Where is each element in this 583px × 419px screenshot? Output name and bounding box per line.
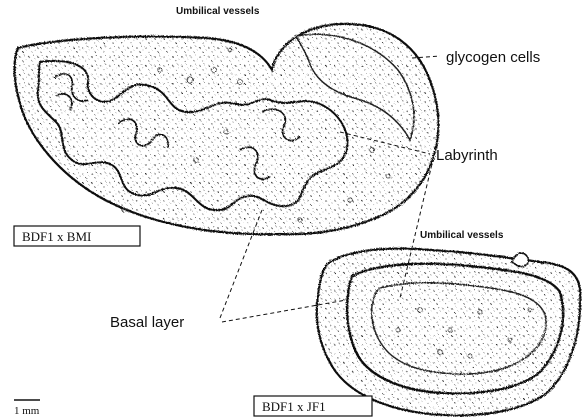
basal-layer-label: Basal layer xyxy=(110,314,184,331)
umbilical-vessels-label-right: Umbilical vessels xyxy=(420,230,504,241)
placenta-right xyxy=(317,249,580,416)
scale-bar-label: 1 mm xyxy=(14,405,40,417)
umbilical-stub-right xyxy=(512,253,528,266)
specimen-label-right: BDF1 x JF1 xyxy=(262,399,326,414)
scale-bar: 1 mm xyxy=(14,400,40,417)
specimen-label-left: BDF1 x BMI xyxy=(22,229,91,244)
glycogen-cells-label: glycogen cells xyxy=(446,49,540,66)
placenta-left xyxy=(15,24,439,234)
placenta-left-outline xyxy=(15,24,439,234)
specimen-box-left: BDF1 x BMI xyxy=(14,226,140,246)
umbilical-vessels-label-top: Umbilical vessels xyxy=(176,6,260,17)
labyrinth-label: Labyrinth xyxy=(436,147,498,164)
specimen-box-right: BDF1 x JF1 xyxy=(254,396,372,416)
